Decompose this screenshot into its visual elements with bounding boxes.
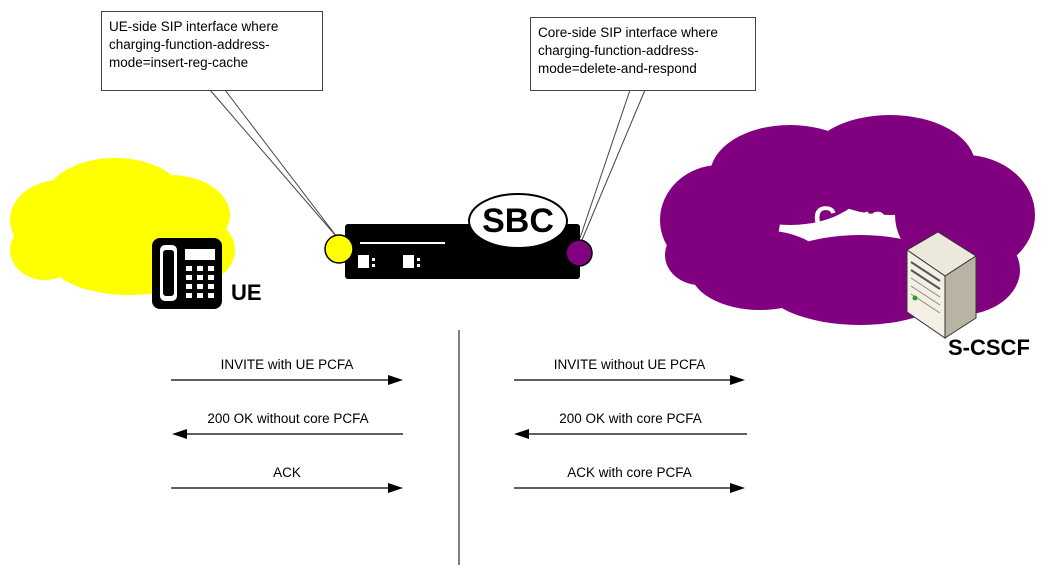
message-label-right-1: INVITE without UE PCFA <box>553 357 706 372</box>
phone-icon <box>152 238 222 309</box>
core-cloud <box>660 115 1035 325</box>
core-callout-pointer <box>579 89 646 241</box>
arrowhead-right-3 <box>730 483 745 493</box>
core-side-callout: Core-side SIP interface where charging-f… <box>530 17 756 91</box>
arrowhead-right-1 <box>730 375 745 385</box>
message-label-left-3: ACK <box>273 465 301 480</box>
arrowhead-left-1 <box>388 375 403 385</box>
ue-side-callout: UE-side SIP interface where charging-fun… <box>101 11 323 91</box>
arrowhead-left-2 <box>172 429 187 439</box>
ue-label: UE <box>231 280 262 305</box>
sbc-label: SBC <box>482 202 554 240</box>
message-arrows <box>171 375 747 493</box>
arrowhead-left-3 <box>388 483 403 493</box>
sbc-device <box>345 193 580 279</box>
ue-callout-pointer <box>209 89 338 238</box>
ue-side-interface-dot <box>324 234 354 264</box>
core-side-interface-dot <box>565 239 593 267</box>
message-label-left-1: INVITE with UE PCFA <box>220 357 354 372</box>
arrowhead-right-2 <box>514 429 529 439</box>
core-label: Core <box>813 200 887 236</box>
message-label-right-2: 200 OK with core PCFA <box>559 411 702 426</box>
scscf-label: S-CSCF <box>948 335 1030 360</box>
server-icon <box>906 231 977 339</box>
message-label-right-3: ACK with core PCFA <box>567 465 692 480</box>
message-label-left-2: 200 OK without core PCFA <box>207 411 369 426</box>
